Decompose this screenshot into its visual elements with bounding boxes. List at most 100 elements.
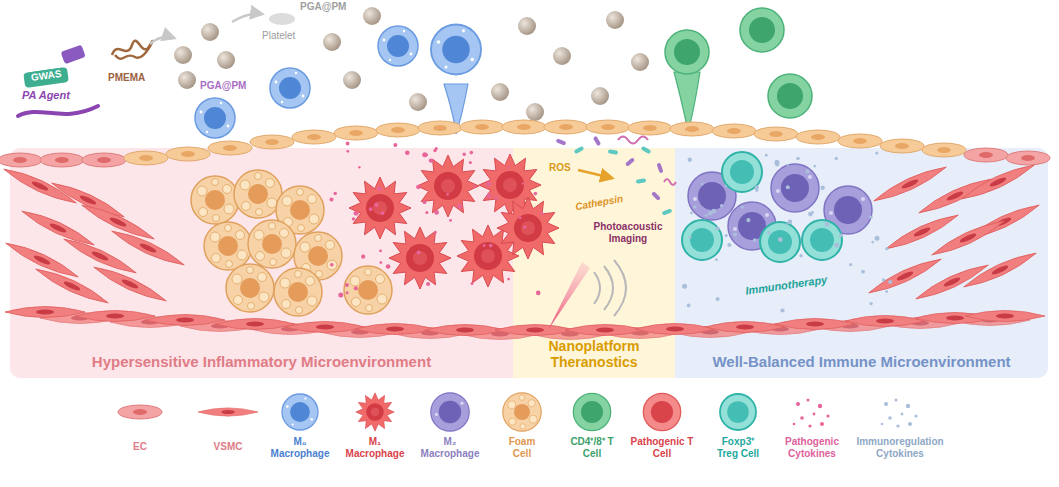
annotation-label: PGA@PM: [300, 1, 346, 13]
illustration-shape: [338, 293, 343, 298]
illustration-shape: [75, 311, 155, 322]
legend-label: M₁ Macrophage: [342, 436, 408, 460]
illustration-shape: [861, 270, 865, 274]
legend-icon: [840, 390, 960, 436]
illustration-shape: [796, 157, 800, 161]
legend-label: VSMC: [214, 441, 243, 453]
illustration-shape: [40, 153, 84, 167]
legend-item: VSMC: [168, 390, 288, 454]
legend-icon-shape: [198, 408, 258, 416]
illustration-shape: [3, 238, 80, 282]
illustration-shape: [775, 162, 780, 167]
illustration-shape: [178, 71, 196, 89]
illustration-shape: [651, 191, 661, 201]
illustration-shape: [352, 217, 355, 220]
illustration-shape: [425, 325, 505, 336]
immunoregulation-cytokines: [682, 152, 892, 313]
illustration-shape: [746, 218, 750, 222]
legend-icon-shape: [881, 399, 918, 428]
illustration-shape: [522, 182, 524, 184]
illustration-shape: [799, 254, 802, 257]
legend-icon: [168, 390, 288, 436]
illustration-shape: [767, 231, 770, 234]
illustration-shape: [771, 164, 819, 212]
legend-label: EC: [133, 441, 147, 453]
legend-item: M₂ Macrophage: [390, 390, 510, 461]
illustration-shape: [712, 209, 717, 214]
illustration-shape: [536, 291, 541, 296]
illustration-shape: [40, 313, 1030, 340]
illustration-shape: [961, 248, 1038, 292]
illustration-shape: [201, 23, 219, 41]
illustration-shape: [502, 120, 546, 134]
illustration-shape: [720, 204, 723, 207]
illustration-shape: [389, 227, 451, 289]
illustration-shape: [594, 272, 600, 304]
legend-label: Pathogenic T Cell: [629, 436, 695, 460]
illustration-shape: [825, 222, 830, 227]
illustration-shape: [712, 124, 756, 138]
illustration-shape: [722, 152, 762, 192]
illustration-shape: [614, 260, 626, 316]
illustration-shape: [150, 37, 174, 44]
balanced-immune-cells: [682, 152, 872, 262]
illustration-shape: [491, 83, 509, 101]
legend-icon: [678, 390, 798, 436]
illustration-shape: [845, 316, 925, 327]
illustration-shape: [786, 185, 790, 189]
illustration-shape: [422, 152, 427, 157]
illustration-shape: [821, 186, 825, 190]
illustration-shape: [470, 151, 474, 155]
illustration-shape: [469, 161, 472, 164]
illustration-shape: [109, 226, 186, 270]
illustration-shape: [334, 126, 378, 140]
illustration-shape: [875, 236, 880, 241]
illustration-shape: [217, 51, 235, 69]
illustration-shape: [418, 121, 462, 135]
illustration-shape: [409, 93, 427, 111]
illustration-shape: [733, 233, 737, 237]
legend-icon: [602, 390, 722, 436]
illustration-shape: [507, 167, 509, 169]
illustration-shape: [628, 121, 672, 135]
illustration-shape: [716, 297, 720, 301]
illustration-shape: [457, 204, 461, 208]
illustration-shape: [377, 187, 381, 191]
illustration-shape: [434, 231, 437, 234]
illustration-shape: [574, 146, 585, 154]
illustration-shape: [0, 153, 42, 167]
illustration-shape: [358, 166, 360, 168]
illustration-shape: [922, 143, 966, 157]
illustration-shape: [361, 255, 365, 259]
illustration-shape: [725, 234, 728, 237]
illustration-shape: [344, 266, 392, 314]
illustration-shape: [376, 123, 420, 137]
illustration-shape: [682, 220, 722, 260]
illustration-shape: [449, 219, 452, 222]
illustration-shape: [204, 222, 252, 270]
legend-icon-shape: [573, 393, 610, 430]
annotation-label: Platelet: [262, 30, 295, 42]
illustration-shape: [91, 262, 168, 306]
illustration-shape: [250, 135, 294, 149]
illustration-shape: [888, 280, 892, 284]
legend-item: Immunoregulation Cytokines: [840, 390, 960, 461]
illustration-shape: [880, 139, 924, 153]
illustration-shape: [378, 26, 418, 66]
illustration-shape: [518, 17, 536, 35]
illustration-shape: [534, 192, 538, 196]
illustration-shape: [215, 319, 295, 330]
illustration-shape: [381, 211, 385, 215]
illustration-shape: [417, 250, 421, 254]
illustration-shape: [349, 177, 411, 239]
illustration-shape: [885, 290, 888, 293]
illustration-shape: [61, 45, 86, 65]
illustration-shape: [540, 212, 543, 215]
illustration-shape: [423, 200, 427, 204]
illustration-shape: [656, 163, 663, 174]
luminal-cells: [195, 8, 812, 138]
illustration-shape: [487, 193, 492, 198]
illustration-shape: [208, 141, 252, 155]
illustration-shape: [544, 120, 588, 134]
illustration-shape: [446, 193, 449, 196]
